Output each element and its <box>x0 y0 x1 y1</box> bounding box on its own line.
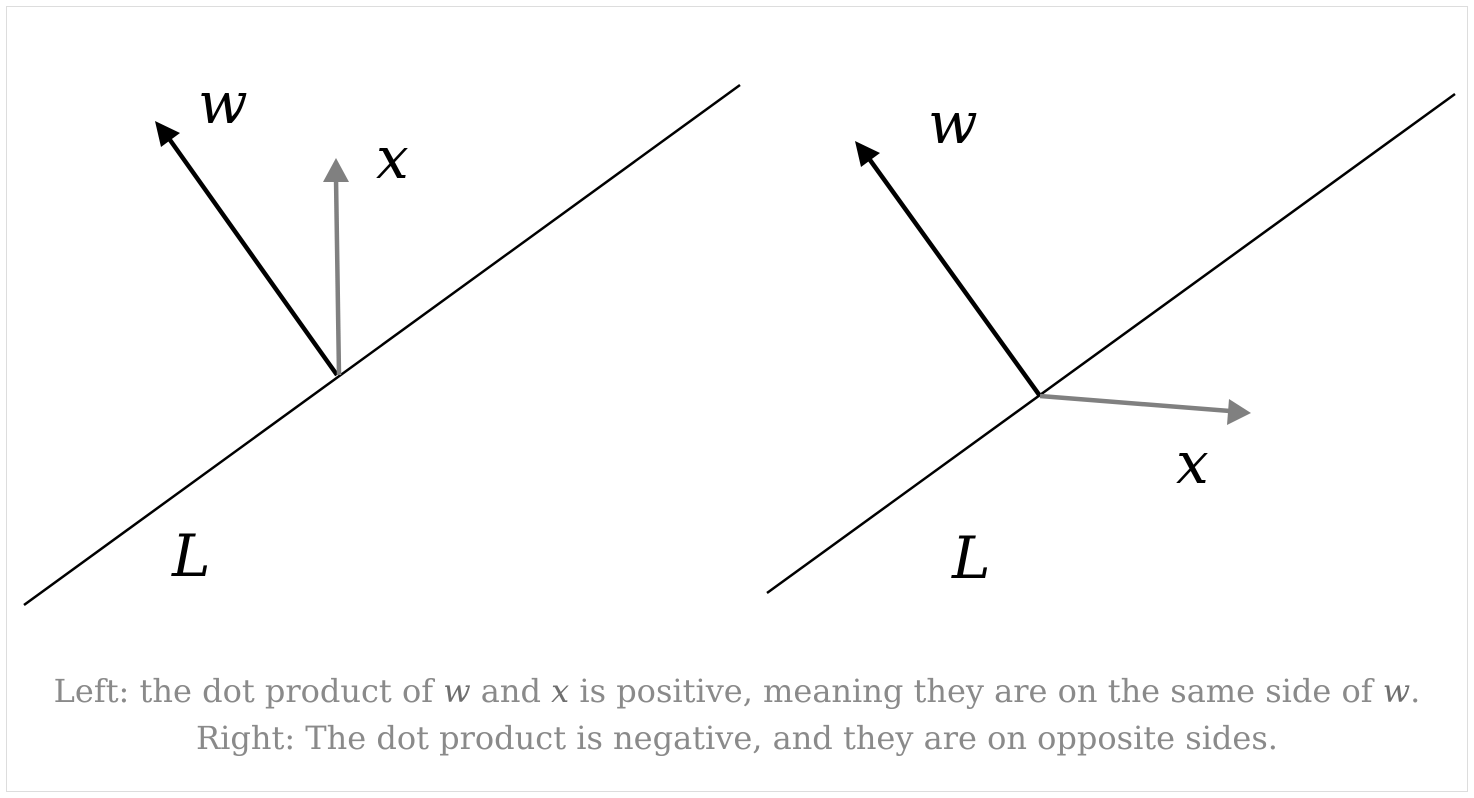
figure-frame <box>6 6 1468 792</box>
right-w-arrowhead <box>855 141 880 167</box>
caption-text: . <box>1410 672 1421 710</box>
right-panel: w x L <box>766 89 1456 595</box>
right-w-label: w <box>928 89 978 157</box>
caption-var-w: w <box>1382 672 1411 710</box>
left-w-vector <box>168 138 339 377</box>
left-panel: w x L <box>23 69 741 607</box>
caption-line-2: Right: The dot product is negative, and … <box>196 719 1278 757</box>
caption-text: and <box>470 672 552 710</box>
left-boundary-line <box>23 83 741 607</box>
right-x-arrowhead <box>1227 399 1251 425</box>
right-line-label: L <box>951 524 991 592</box>
left-line-label: L <box>171 522 211 590</box>
caption-text: Left: the dot product of <box>53 672 444 710</box>
right-x-vector <box>1039 393 1231 414</box>
caption-var-x: x <box>551 672 570 710</box>
right-x-label: x <box>1176 429 1209 497</box>
caption-var-w: w <box>443 672 471 710</box>
figure-caption: Left: the dot product of w and x is posi… <box>0 668 1474 762</box>
left-w-arrowhead <box>155 121 180 147</box>
right-boundary-line <box>766 92 1456 595</box>
caption-line-1: Left: the dot product of w and x is posi… <box>0 668 1474 715</box>
right-w-vector <box>868 158 1042 398</box>
left-x-label: x <box>376 124 409 192</box>
left-x-arrowhead <box>323 158 349 182</box>
caption-text: is positive, meaning they are on the sam… <box>569 672 1383 710</box>
left-w-label: w <box>198 69 248 137</box>
vector-diagram: w x L w x L <box>23 69 1456 607</box>
left-x-vector <box>333 177 342 376</box>
